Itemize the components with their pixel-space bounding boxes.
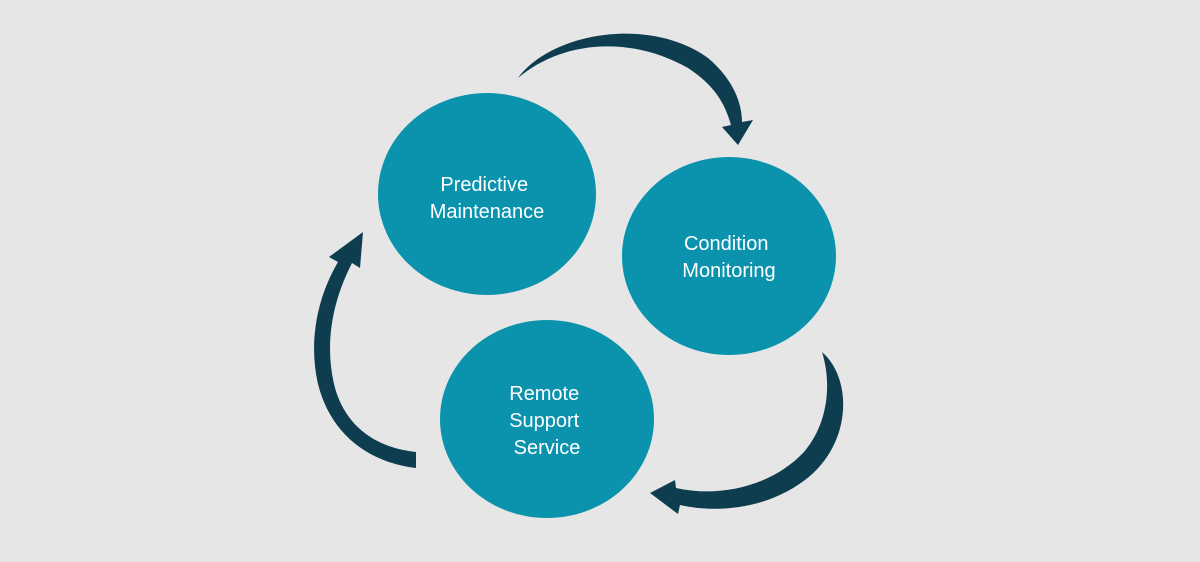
node-predictive-maintenance-label: Predictive Maintenance — [430, 174, 545, 223]
node-predictive-maintenance: Predictive Maintenance — [378, 93, 596, 295]
node-condition-monitoring: Condition Monitoring — [622, 157, 836, 355]
node-condition-monitoring-label: Condition Monitoring — [682, 233, 775, 282]
node-label-line: Maintenance — [430, 201, 545, 223]
node-predictive-maintenance-circle — [378, 93, 596, 295]
node-label-line: Service — [514, 437, 581, 459]
node-label-line: Monitoring — [682, 260, 775, 282]
arrow-condition-to-remote — [650, 352, 844, 514]
node-label-line: Remote — [509, 383, 579, 405]
node-label-line: Support — [509, 410, 579, 432]
node-remote-support-service-circle — [440, 320, 654, 518]
node-remote-support-service: Remote Support Service — [440, 320, 654, 518]
node-label-line: Predictive — [440, 174, 528, 196]
cycle-arrows — [314, 33, 844, 514]
arrow-remote-to-predictive — [314, 232, 416, 468]
arrow-predictive-to-condition — [518, 33, 753, 145]
node-remote-support-service-label: Remote Support Service — [509, 383, 585, 459]
node-label-line: Condition — [684, 233, 769, 255]
node-condition-monitoring-circle — [622, 157, 836, 355]
